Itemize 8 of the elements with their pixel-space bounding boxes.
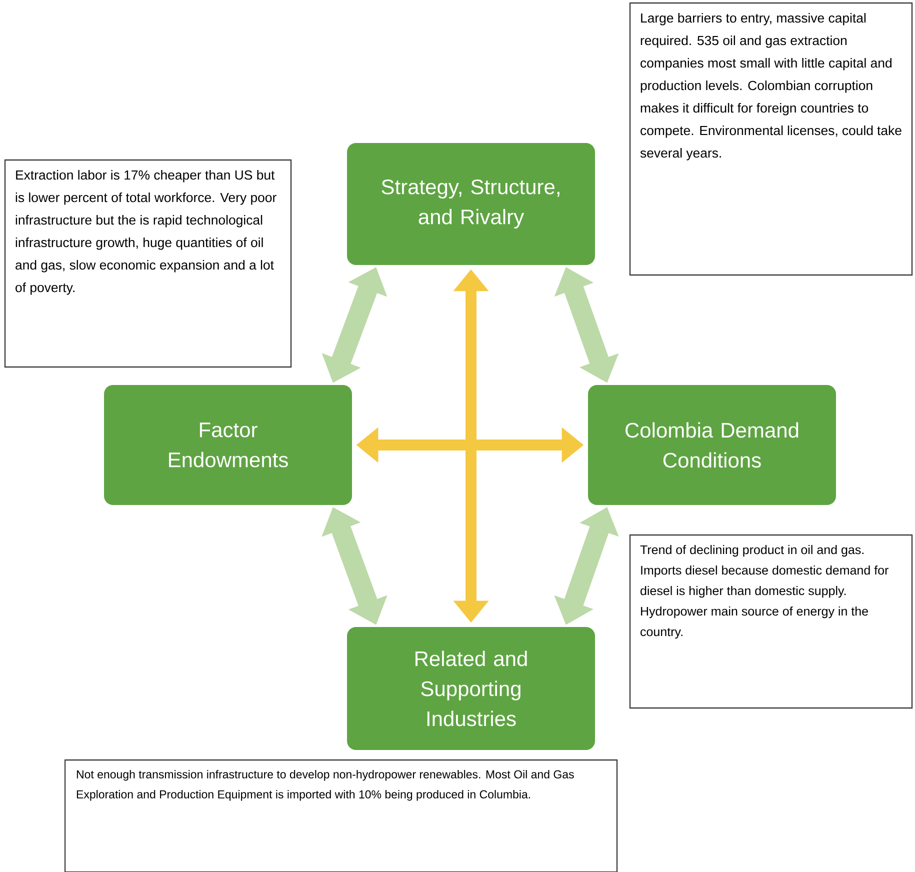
rounded-box: Factor Endowments — [104, 384, 352, 505]
note-box: Not enough transmission infrastructure to develop non-hydropower renewables. Most Oil and Gas Exploration and Production Equipment is imported with 10% being produced in Columbia. — [64, 759, 618, 872]
rounded-box: Strategy, Structure, and Rivalry — [347, 142, 595, 265]
note-box: Large barriers to entry, massive capital required. 535 oil and gas extraction companies most small with little capital and production levels. Colombian corruption makes it difficult for foreign countries to compete. Environmental licenses, could take several years. — [629, 2, 913, 276]
note-box: Trend of declining product in oil and gas. Imports diesel because domestic demand for diesel is higher than domestic supply. Hydropower main source of energy in the country. — [629, 534, 913, 709]
rounded-box: Related and Supporting Industries — [347, 626, 595, 750]
note-box: Extraction labor is 17% cheaper than US but is lower percent of total workforce. Very poor infrastructure but the is rapid technological infrastructure growth, huge quantities of oil and gas, slow economic expansion and a lot of poverty. — [4, 159, 292, 368]
rounded-box: Colombia Demand Conditions — [588, 384, 836, 505]
